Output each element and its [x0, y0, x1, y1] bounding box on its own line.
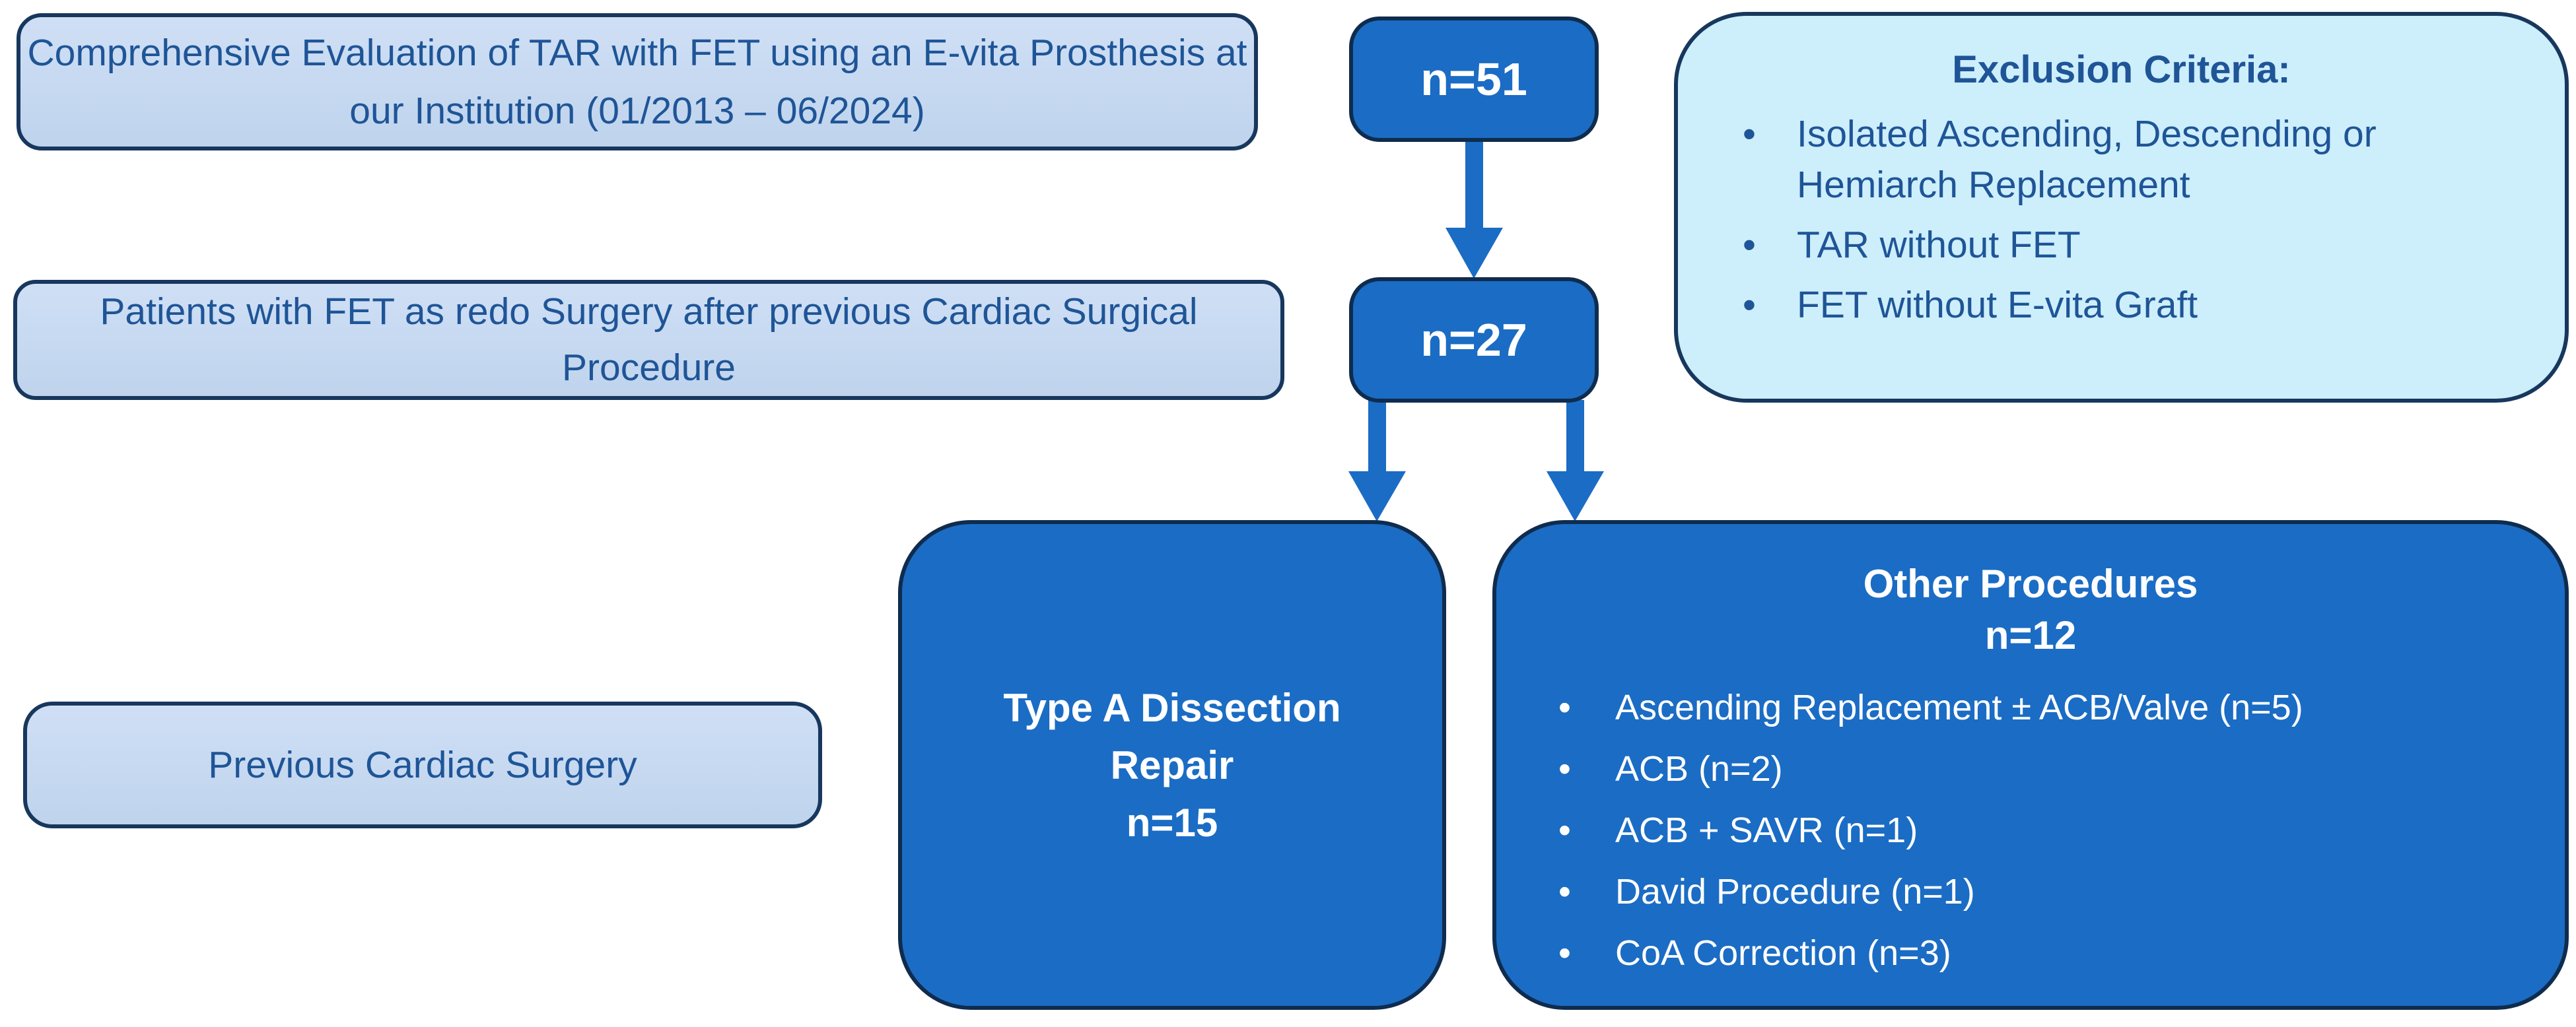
- exclusion-criteria-list: Isolated Ascending, Descending or Hemiar…: [1724, 109, 2519, 340]
- type-a-dissection-title: Type A Dissection Repair: [1003, 685, 1341, 787]
- cohort-description-box: Comprehensive Evaluation of TAR with FET…: [17, 13, 1258, 150]
- other-procedure-item: ACB + SAVR (n=1): [1536, 807, 2525, 855]
- n27-count-box: n=27: [1349, 277, 1599, 403]
- other-procedures-list: Ascending Replacement ± ACB/Valve (n=5) …: [1536, 684, 2525, 990]
- exclusion-item: FET without E-vita Graft: [1724, 280, 2519, 331]
- other-procedure-item: ACB (n=2): [1536, 745, 2525, 793]
- redo-surgery-box: Patients with FET as redo Surgery after …: [13, 280, 1284, 400]
- exclusion-item: Isolated Ascending, Descending or Hemiar…: [1724, 109, 2519, 211]
- previous-cardiac-surgery-box: Previous Cardiac Surgery: [23, 702, 822, 828]
- type-a-dissection-count: n=15: [1126, 800, 1218, 845]
- n27-count-label: n=27: [1420, 314, 1527, 366]
- other-procedures-title: Other Procedures: [1863, 562, 2198, 606]
- type-a-dissection-box: Type A Dissection Repair n=15: [898, 520, 1446, 1010]
- other-procedure-item: CoA Correction (n=3): [1536, 929, 2525, 977]
- arrow-n27-to-other: [1547, 400, 1604, 521]
- previous-cardiac-surgery-text: Previous Cardiac Surgery: [208, 744, 637, 786]
- redo-surgery-text: Patients with FET as redo Surgery after …: [100, 290, 1198, 389]
- n51-count-box: n=51: [1349, 17, 1599, 142]
- other-procedure-item: Ascending Replacement ± ACB/Valve (n=5): [1536, 684, 2525, 732]
- other-procedures-box: Other Procedures n=12 Ascending Replacem…: [1492, 520, 2569, 1010]
- arrow-n51-to-n27: [1445, 141, 1503, 279]
- exclusion-criteria-box: Exclusion Criteria: Isolated Ascending, …: [1674, 12, 2569, 403]
- cohort-description-text: Comprehensive Evaluation of TAR with FET…: [27, 31, 1247, 132]
- other-procedure-item: David Procedure (n=1): [1536, 868, 2525, 916]
- other-procedures-count: n=12: [1984, 613, 2077, 657]
- exclusion-item: TAR without FET: [1724, 220, 2519, 271]
- exclusion-criteria-title: Exclusion Criteria:: [1952, 48, 2291, 91]
- arrow-n27-to-type-a: [1348, 400, 1406, 521]
- n51-count-label: n=51: [1420, 53, 1527, 105]
